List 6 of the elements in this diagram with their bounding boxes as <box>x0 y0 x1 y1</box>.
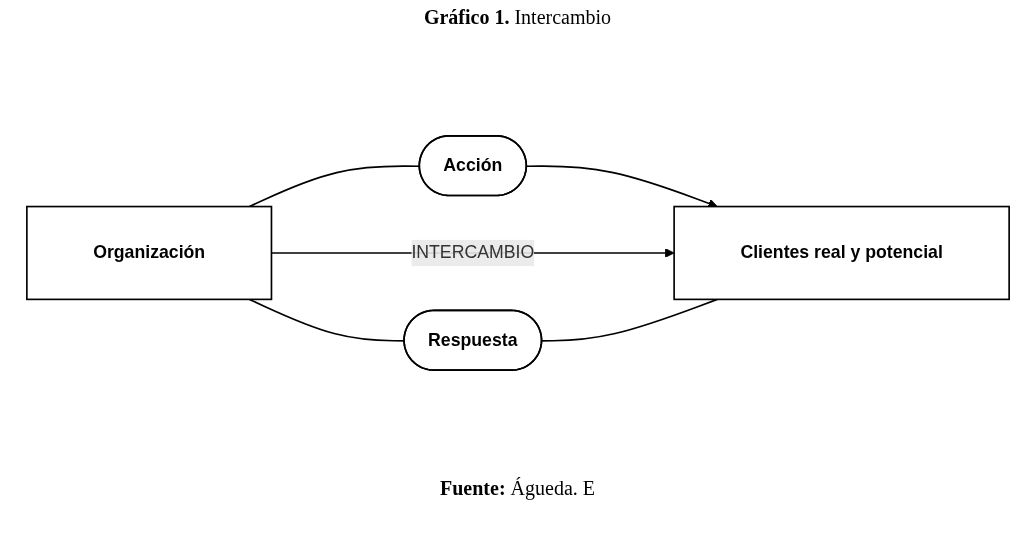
edge-label: INTERCAMBIO <box>410 243 534 262</box>
connector <box>540 298 718 342</box>
figure-title: Gráfico 1. Intercambio <box>423 6 612 29</box>
node-box: Clientes real y potencial <box>672 205 1010 301</box>
node-box: Organización <box>25 205 272 301</box>
source-caption: Fuente: Águeda. E <box>440 477 595 500</box>
